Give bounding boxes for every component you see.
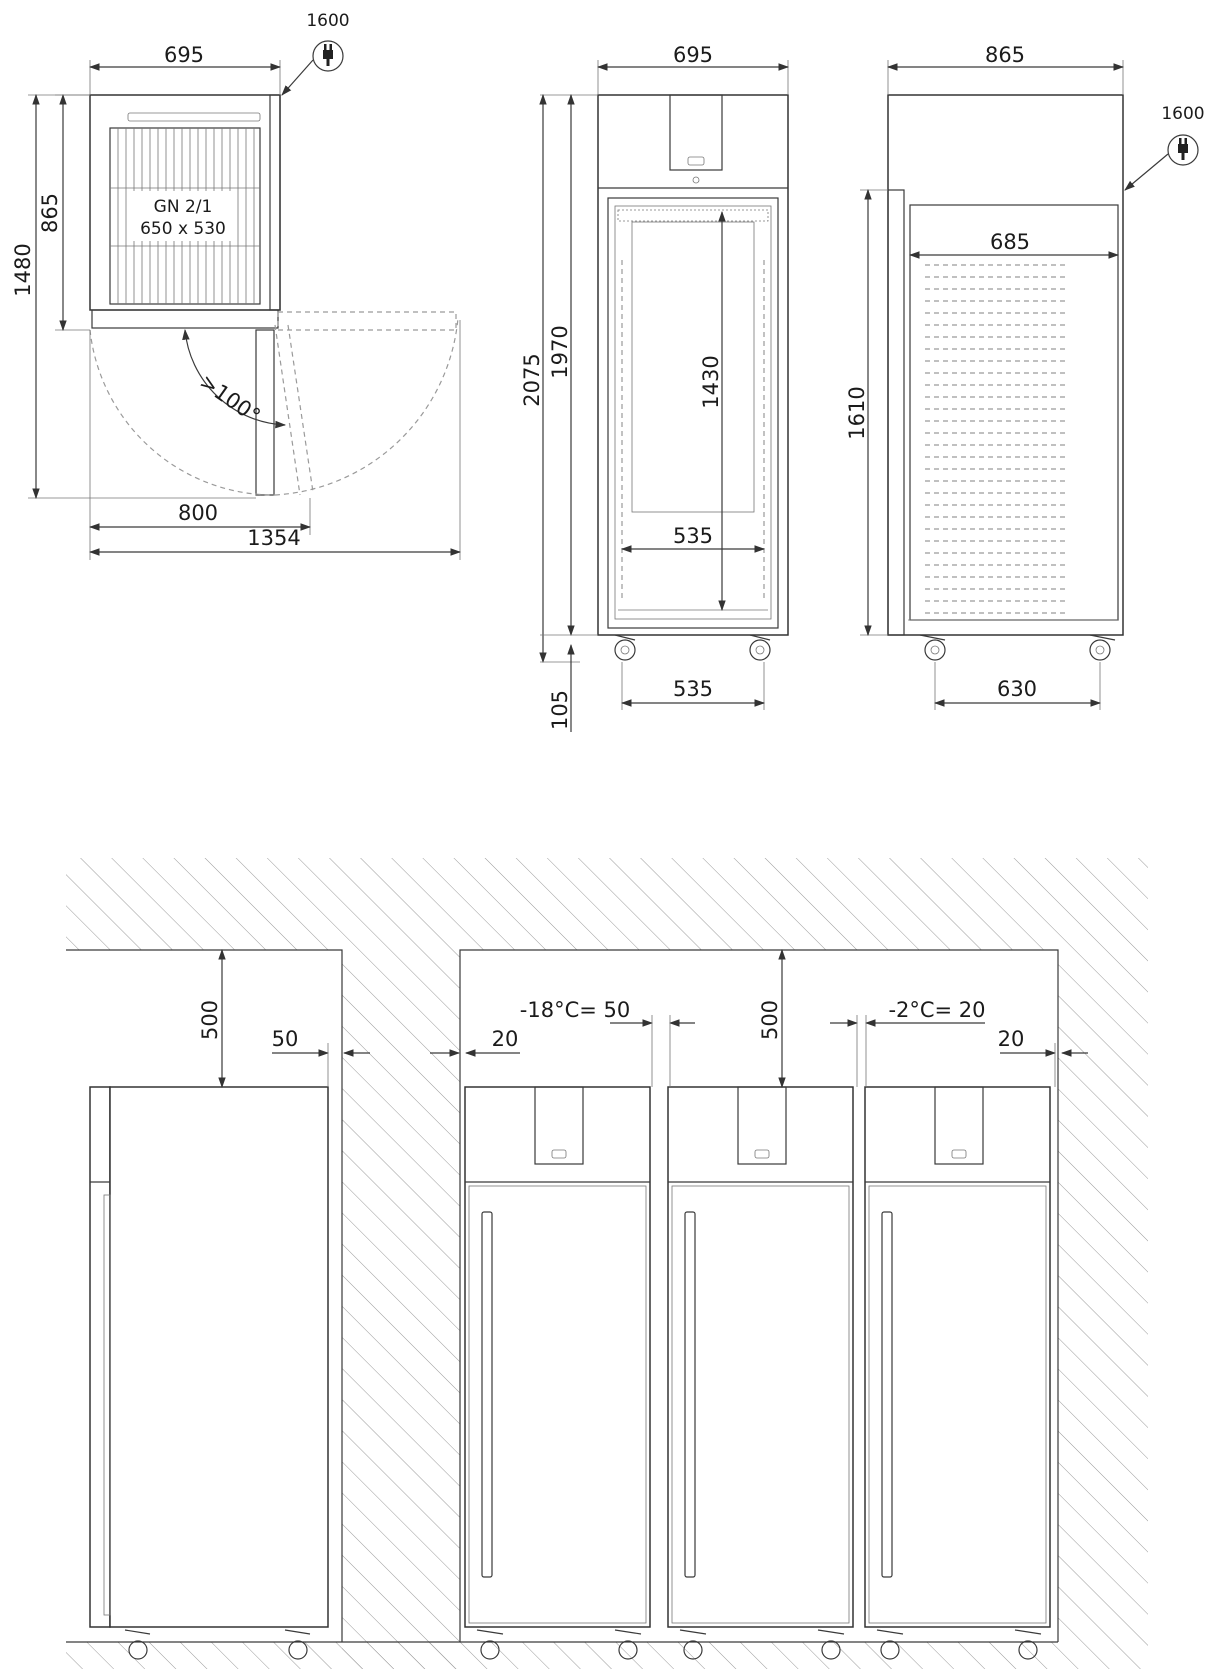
cabinet-height-label: 1970 (548, 325, 572, 378)
inner-width-label: 535 (673, 524, 713, 548)
top-view: GN 2/1 650 x 530 >100° 695 1600 (11, 11, 462, 560)
side-castor-spacing-label: 630 (997, 677, 1037, 701)
inner-height-label: 1430 (699, 355, 723, 408)
top-clearance-right-label: 500 (758, 1000, 782, 1040)
total-width-label: 1354 (247, 526, 300, 550)
side-clearance-right-label: 20 (998, 1027, 1025, 1051)
installation-view: 500 50 20 -18°C= 50 500 -2°C= 20 20 (66, 858, 1148, 1669)
door-width-label: 800 (178, 501, 218, 525)
inner-depth-label: 685 (990, 230, 1030, 254)
door-angle-label: >100° (195, 369, 265, 428)
front-view: 695 2075 1970 105 1430 535 535 (520, 43, 790, 732)
plug-icon (323, 44, 333, 66)
side-clearance-left-label: 50 (272, 1027, 299, 1051)
rack-rows (925, 264, 1068, 614)
gap-fridge-label: -2°C= 20 (888, 998, 985, 1022)
castor-icon (1089, 634, 1116, 661)
castor-icon (284, 1629, 311, 1660)
total-height-label: 2075 (520, 353, 544, 406)
front-width-label: 695 (673, 43, 713, 67)
door-height-label: 1610 (845, 386, 869, 439)
top-depth-label: 865 (38, 193, 62, 233)
wall-hatch (66, 858, 1148, 1669)
side-power-label: 1600 (1161, 104, 1204, 124)
top-power-label: 1600 (306, 11, 349, 31)
castor-icon (614, 634, 636, 661)
castor-icon (749, 634, 771, 661)
gn-size: 650 x 530 (140, 219, 226, 239)
side-depth-label: 865 (985, 43, 1025, 67)
side-view: 865 1600 685 1610 630 (845, 43, 1205, 710)
top-open-depth-label: 1480 (11, 243, 35, 296)
fridge-unit (464, 1086, 651, 1660)
castor-icon (919, 634, 946, 661)
side-clearance-wall-label: 20 (492, 1027, 519, 1051)
fridge-unit (667, 1086, 854, 1660)
gn-label: GN 2/1 (154, 197, 213, 217)
top-width-label: 695 (164, 43, 204, 67)
castor-spacing-label: 535 (673, 677, 713, 701)
gap-freezer-label: -18°C= 50 (520, 998, 630, 1022)
floor-hatch (66, 1642, 1058, 1669)
top-clearance-left-label: 500 (198, 1000, 222, 1040)
castor-icon (124, 1629, 151, 1660)
plug-icon (1178, 138, 1188, 160)
leg-height-label: 105 (548, 690, 572, 730)
fridge-unit (864, 1086, 1051, 1660)
